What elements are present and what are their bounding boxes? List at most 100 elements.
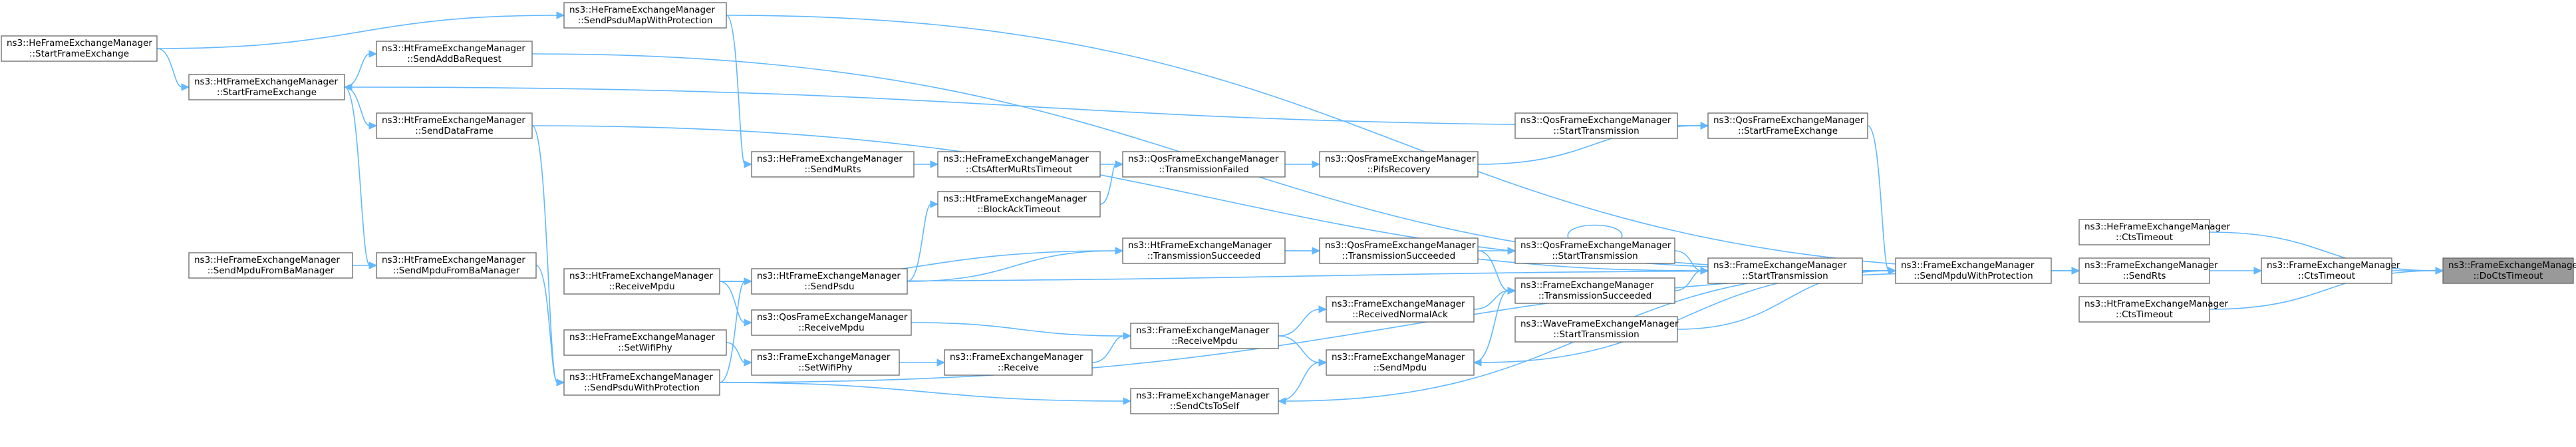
graph-node-ht-txsucc[interactable]: ns3::HtFrameExchangeManager::Transmissio… xyxy=(1122,237,1286,264)
graph-node-qos-starttx[interactable]: ns3::QosFrameExchangeManager::StartTrans… xyxy=(1514,237,1675,264)
graph-node-ht-sendaddba[interactable]: ns3::HtFrameExchangeManager::SendAddBaRe… xyxy=(376,41,533,67)
call-edge xyxy=(899,359,946,367)
node-method-label: ::ReceiveMpdu xyxy=(1171,336,1237,347)
node-class-label: ns3::HtFrameExchangeManager xyxy=(569,271,713,281)
graph-node-ht-sendpsduwp[interactable]: ns3::HtFrameExchangeManager::SendPsduWit… xyxy=(563,369,720,396)
edges-layer xyxy=(156,11,2444,405)
node-method-label: ::TransmissionSucceeded xyxy=(1147,251,1260,261)
node-method-label: ::StartFrameExchange xyxy=(1738,126,1838,136)
node-class-label: ns3::HtFrameExchangeManager xyxy=(382,43,525,54)
graph-node-fem-receive[interactable]: ns3::FrameExchangeManager::Receive xyxy=(944,349,1093,376)
call-edge xyxy=(531,125,565,386)
node-method-label: ::SendPsduMapWithProtection xyxy=(578,15,713,26)
node-class-label: ns3::FrameExchangeManager xyxy=(757,352,891,363)
node-method-label: ::ReceiveMpdu xyxy=(798,323,864,333)
graph-node-qos-pifs[interactable]: ns3::QosFrameExchangeManager::PifsRecove… xyxy=(1319,151,1479,178)
graph-node-fem-recvnack[interactable]: ns3::FrameExchangeManager::ReceivedNorma… xyxy=(1326,296,1475,323)
node-method-label: ::StartTransmission xyxy=(1552,251,1638,261)
graph-node-fem-recvmpdu[interactable]: ns3::FrameExchangeManager::ReceiveMpdu xyxy=(1130,323,1279,349)
node-class-label: ns3::HeFrameExchangeManager xyxy=(569,332,715,343)
call-edge xyxy=(344,86,378,269)
nodes-layer: ns3::FrameExchangeManager::DoCtsTimeoutn… xyxy=(1,2,2576,414)
call-edge xyxy=(719,281,753,327)
node-method-label: ::StartFrameExchange xyxy=(217,87,317,98)
graph-node-he-ctstimeout[interactable]: ns3::HeFrameExchangeManager::CtsTimeout xyxy=(2078,219,2230,245)
call-edge xyxy=(1473,287,1516,363)
node-method-label: ::SendCtsToSelf xyxy=(1170,401,1240,412)
graph-node-qos-recvmpdu[interactable]: ns3::QosFrameExchangeManager::ReceiveMpd… xyxy=(751,309,912,336)
graph-node-fem-sendctstoself[interactable]: ns3::FrameExchangeManager::SendCtsToSelf xyxy=(1130,388,1279,414)
call-edge xyxy=(1285,247,1321,255)
graph-node-he-ctsaftermurts[interactable]: ns3::HeFrameExchangeManager::CtsAfterMuR… xyxy=(937,151,1101,178)
node-method-label: ::Receive xyxy=(998,363,1039,373)
call-edge xyxy=(352,261,378,269)
call-edge xyxy=(719,277,753,383)
call-edge xyxy=(535,265,565,386)
node-class-label: ns3::FrameExchangeManager xyxy=(1136,390,1270,401)
graph-node-wave-starttx[interactable]: ns3::WaveFrameExchangeManager::StartTran… xyxy=(1514,316,1679,343)
call-edge xyxy=(2209,267,2263,275)
graph-node-ht-startfe[interactable]: ns3::HtFrameExchangeManager::StartFrameE… xyxy=(188,74,345,100)
graph-node-he-setwifiphy[interactable]: ns3::HeFrameExchangeManager::SetWifiPhy xyxy=(563,329,727,356)
call-edge xyxy=(719,382,1132,405)
node-class-label: ns3::HeFrameExchangeManager xyxy=(569,5,715,15)
call-edge xyxy=(907,247,1124,282)
node-class-label: ns3::HeFrameExchangeManager xyxy=(7,38,152,49)
node-method-label: ::TransmissionFailed xyxy=(1159,164,1248,175)
node-method-label: ::SendMpdu xyxy=(1373,363,1427,373)
node-class-label: ns3::HeFrameExchangeManager xyxy=(757,154,903,164)
node-method-label: ::TransmissionSucceeded xyxy=(1538,291,1651,301)
node-class-label: ns3::HeFrameExchangeManager xyxy=(943,154,1089,164)
graph-node-fem-sendrts[interactable]: ns3::FrameExchangeManager::SendRts xyxy=(2078,257,2218,284)
node-method-label: ::CtsTimeout xyxy=(2298,271,2355,281)
graph-node-ht-ctstimeout[interactable]: ns3::HtFrameExchangeManager::CtsTimeout xyxy=(2078,296,2228,323)
graph-node-qos-txsucc[interactable]: ns3::QosFrameExchangeManager::Transmissi… xyxy=(1319,237,1479,264)
graph-node-he-sendmpdufromba[interactable]: ns3::HeFrameExchangeManager::SendMpduFro… xyxy=(188,252,353,279)
graph-node-fem-sendmpduwp[interactable]: ns3::FrameExchangeManager::SendMpduWithP… xyxy=(1895,257,2052,284)
node-method-label: ::StartTransmission xyxy=(1553,126,1639,136)
graph-node-qos-startfe[interactable]: ns3::QosFrameExchangeManager::StartFrame… xyxy=(1707,112,1868,139)
call-edge xyxy=(726,342,753,367)
call-edge xyxy=(344,50,378,88)
graph-node-ht-blockack[interactable]: ns3::HtFrameExchangeManager::BlockAckTim… xyxy=(937,191,1101,218)
graph-node-he-sendmurts[interactable]: ns3::HeFrameExchangeManager::SendMuRts xyxy=(751,151,915,178)
graph-node-he-sendpsdumap[interactable]: ns3::HeFrameExchangeManager::SendPsduMap… xyxy=(563,2,727,29)
graph-node-he-startfe[interactable]: ns3::HeFrameExchangeManager::StartFrameE… xyxy=(1,35,158,62)
node-class-label: ns3::FrameExchangeManager xyxy=(2448,260,2576,271)
graph-node-ht-sendpsdu[interactable]: ns3::HtFrameExchangeManager::SendPsdu xyxy=(751,268,908,295)
graph-node-qos-txfailed[interactable]: ns3::QosFrameExchangeManager::Transmissi… xyxy=(1122,151,1286,178)
call-edge xyxy=(156,11,565,49)
graph-node-ht-sendmpdufromba[interactable]: ns3::HtFrameExchangeManager::SendMpduFro… xyxy=(376,252,537,279)
graph-node-ht-recvmpdu[interactable]: ns3::HtFrameExchangeManager::ReceiveMpdu xyxy=(563,268,720,295)
graph-node-root[interactable]: ns3::FrameExchangeManager::DoCtsTimeout xyxy=(2442,257,2576,284)
graph-node-fem-txsucc[interactable]: ns3::FrameExchangeManager::TransmissionS… xyxy=(1514,277,1675,304)
node-method-label: ::StartFrameExchange xyxy=(29,49,129,59)
node-class-label: ns3::HtFrameExchangeManager xyxy=(757,271,901,281)
call-edge xyxy=(1478,247,1516,255)
call-edge xyxy=(343,83,1709,126)
node-class-label: ns3::FrameExchangeManager xyxy=(1713,260,1847,271)
graph-node-qos-starttx-l[interactable]: ns3::QosFrameExchangeManager::StartTrans… xyxy=(1514,112,1678,139)
node-method-label: ::SendMuRts xyxy=(804,164,861,175)
node-class-label: ns3::HtFrameExchangeManager xyxy=(382,115,525,126)
node-method-label: ::CtsAfterMuRtsTimeout xyxy=(966,164,1072,175)
call-edge xyxy=(1099,160,1124,205)
node-method-label: ::SendMpduFromBaManager xyxy=(208,265,335,276)
node-class-label: ns3::HtFrameExchangeManager xyxy=(943,194,1087,204)
node-class-label: ns3::HeFrameExchangeManager xyxy=(194,255,340,265)
call-edge xyxy=(911,322,1132,340)
node-method-label: ::SendDataFrame xyxy=(415,126,493,136)
call-edge xyxy=(726,15,753,168)
graph-node-ht-senddata[interactable]: ns3::HtFrameExchangeManager::SendDataFra… xyxy=(376,112,533,139)
graph-node-fem-sendmpdu[interactable]: ns3::FrameExchangeManager::SendMpdu xyxy=(1326,349,1475,376)
call-edge xyxy=(1278,359,1328,402)
graph-node-fem-setwifiphy[interactable]: ns3::FrameExchangeManager::SetWifiPhy xyxy=(751,349,900,376)
graph-node-fem-ctstimeout[interactable]: ns3::FrameExchangeManager::CtsTimeout xyxy=(2261,257,2400,284)
node-class-label: ns3::FrameExchangeManager xyxy=(950,352,1083,363)
node-method-label: ::ReceivedNormalAck xyxy=(1352,309,1448,320)
graph-node-fem-starttx[interactable]: ns3::FrameExchangeManager::StartTransmis… xyxy=(1707,257,1863,284)
node-method-label: ::CtsTimeout xyxy=(2116,232,2173,243)
node-class-label: ns3::HtFrameExchangeManager xyxy=(194,76,338,87)
call-edge xyxy=(156,48,190,91)
